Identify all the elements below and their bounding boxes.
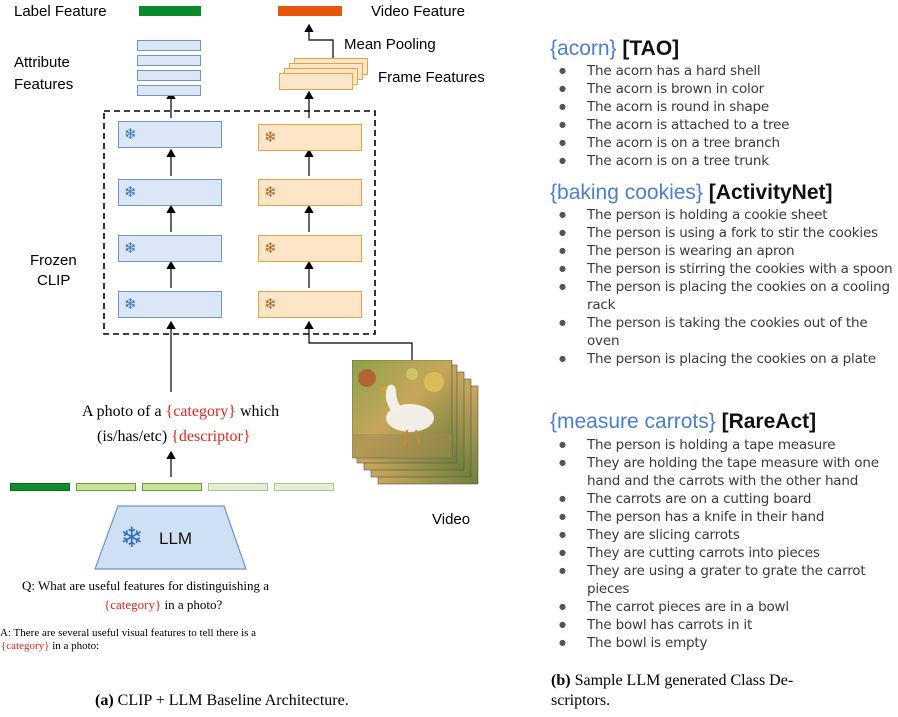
list-item: The acorn is brown in color (553, 80, 893, 98)
snowflake-icon: ❄ (264, 184, 277, 201)
token-bar (10, 483, 70, 491)
list-item: The person is stirring the cookies with … (553, 260, 893, 278)
label-feature-title: Label Feature (14, 3, 107, 20)
prompt-text: which (239, 403, 280, 420)
descriptor-list-tao: The acorn has a hard shell The acorn is … (553, 62, 893, 170)
list-item: The carrot pieces are in a bowl (553, 598, 893, 616)
token-bar (274, 483, 334, 491)
video-label: Video (432, 511, 471, 528)
question-category: {category} (104, 597, 162, 612)
prompt-template-line2: (is/has/etc) {descriptor} (97, 428, 251, 446)
attribute-feature-bar (137, 55, 201, 66)
attribute-features-title-line1: Attribute (14, 54, 70, 71)
prompt-template-line1: A photo of a {category} which (82, 403, 279, 421)
list-item: The person is placing the cookies on a p… (553, 350, 893, 368)
list-item: The acorn is round in shape (553, 98, 893, 116)
descriptor-list-rareact: The person is holding a tape measure The… (553, 436, 893, 652)
list-item: They are using a grater to grate the car… (553, 562, 893, 598)
answer-line2: {category} in a photo: (1, 640, 99, 652)
list-item: They are cutting carrots into pieces (553, 544, 893, 562)
list-item: The carrots are on a cutting board (553, 490, 893, 508)
list-item: The acorn has a hard shell (553, 62, 893, 80)
video-feature-title: Video Feature (371, 3, 465, 20)
snowflake-icon: ❄ (264, 129, 277, 146)
video-frames-stack (352, 360, 479, 485)
mean-pooling-label: Mean Pooling (344, 36, 436, 53)
video-encoder-layer: ❄ (258, 235, 362, 262)
connector-arrows (94, 23, 413, 570)
list-item: The person is holding a cookie sheet (553, 206, 893, 224)
answer-category: {category} (1, 640, 50, 652)
list-item: The person is taking the cookies out of … (553, 314, 893, 350)
frame-features-label: Frame Features (378, 69, 485, 86)
video-encoder-layer: ❄ (258, 124, 362, 151)
frame-feature-bar (279, 73, 353, 90)
token-bar (208, 483, 268, 491)
caption-b-label: (b) (551, 672, 571, 689)
label-feature-bar (139, 6, 201, 16)
snowflake-icon: ❄ (264, 296, 277, 313)
video-encoder-layer: ❄ (258, 291, 362, 318)
snowflake-icon: ❄ (120, 522, 144, 553)
token-bar (76, 483, 136, 491)
list-item: The bowl has carrots in it (553, 616, 893, 634)
caption-a-label: (a) (95, 692, 114, 709)
section-category: {baking cookies} (550, 181, 703, 204)
attribute-feature-bar (137, 85, 201, 96)
caption-b-line2: scriptors. (551, 692, 611, 709)
section-dataset: [TAO] (622, 37, 680, 60)
list-item: The acorn is on a tree trunk (553, 152, 893, 170)
list-item: The person is using a fork to stir the c… (553, 224, 893, 242)
frozen-clip-label-line1: Frozen (30, 252, 77, 269)
attribute-feature-bar (137, 70, 201, 81)
section-heading-activitynet: {baking cookies} [ActivityNet] (550, 181, 832, 205)
descriptor-list-activitynet: The person is holding a cookie sheet The… (553, 206, 893, 368)
question-line2: {category} in a photo? (104, 597, 222, 613)
list-item: The person is holding a tape measure (553, 436, 893, 454)
prompt-text: A photo of a (82, 403, 162, 420)
caption-b-text: Sample LLM generated Class De- (574, 672, 794, 689)
prompt-descriptor: {descriptor} (171, 428, 251, 445)
caption-a-text: CLIP + LLM Baseline Architecture. (117, 692, 349, 709)
token-bar (142, 483, 202, 491)
question-line1: Q: What are useful features for distingu… (22, 578, 270, 593)
prompt-text: (is/has/etc) (97, 428, 168, 445)
prompt-category: {category} (165, 403, 236, 420)
list-item: They are holding the tape measure with o… (553, 454, 893, 490)
snowflake-icon: ❄ (124, 296, 137, 313)
section-heading-rareact: {measure carrots} [RareAct] (550, 410, 816, 434)
attribute-features-title-line2: Features (14, 76, 74, 93)
snowflake-icon: ❄ (124, 240, 137, 257)
snowflake-icon: ❄ (124, 184, 137, 201)
caption-a: (a) CLIP + LLM Baseline Architecture. (95, 692, 349, 710)
text-encoder-layer: ❄ (118, 235, 222, 262)
attribute-feature-bar (137, 40, 201, 51)
section-category: {measure carrots} (550, 410, 716, 433)
list-item: The bowl is empty (553, 634, 893, 652)
snowflake-icon: ❄ (264, 240, 277, 257)
video-feature-bar (278, 6, 342, 16)
list-item: The person is placing the cookies on a c… (553, 278, 893, 314)
list-item: They are slicing carrots (553, 526, 893, 544)
llm-block (94, 505, 247, 570)
section-category: {acorn} (550, 37, 617, 60)
list-item: The acorn is attached to a tree (553, 116, 893, 134)
video-encoder-layer: ❄ (258, 179, 362, 206)
list-item: The person is wearing an apron (553, 242, 893, 260)
snowflake-icon: ❄ (124, 126, 137, 143)
list-item: The person has a knife in their hand (553, 508, 893, 526)
section-heading-tao: {acorn} [TAO] (550, 37, 679, 61)
text-encoder-layer: ❄ (118, 121, 222, 148)
answer-text: in a photo: (52, 640, 100, 652)
text-encoder-layer: ❄ (118, 291, 222, 318)
section-dataset: [RareAct] (721, 410, 817, 433)
text-encoder-layer: ❄ (118, 179, 222, 206)
list-item: The acorn is on a tree branch (553, 134, 893, 152)
frozen-clip-label-line2: CLIP (37, 272, 71, 289)
answer-line1: A: There are several useful visual featu… (0, 627, 257, 639)
question-text: in a photo? (164, 597, 223, 612)
caption-b-line1: (b) Sample LLM generated Class De- (551, 672, 793, 690)
llm-label: LLM (159, 529, 193, 548)
section-dataset: [ActivityNet] (708, 181, 833, 204)
